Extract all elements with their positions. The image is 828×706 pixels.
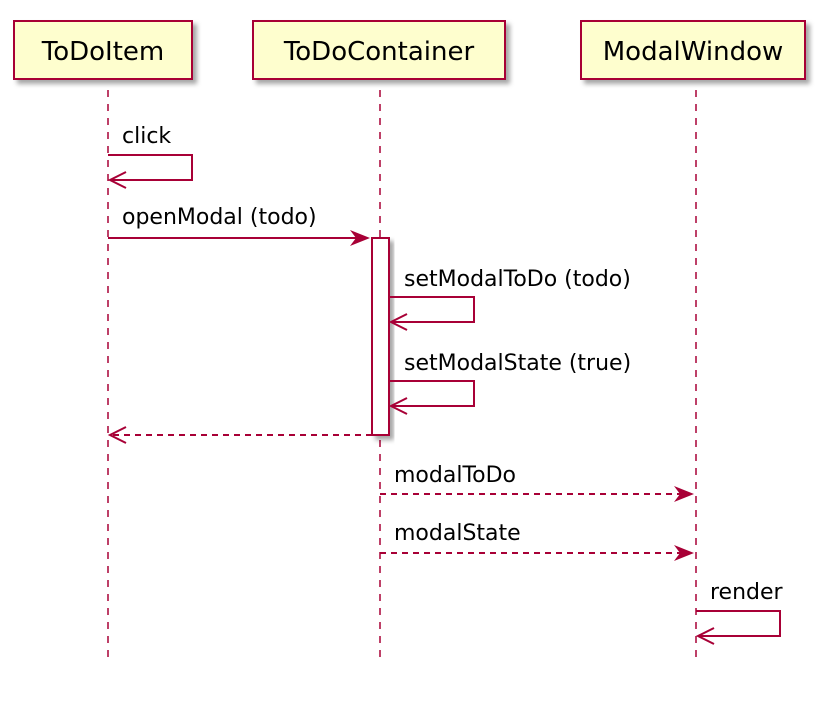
message-click: click (107, 124, 193, 189)
message-open-modal: openModal (todo) (108, 205, 370, 246)
participant-todoitem: ToDoItem (13, 20, 193, 80)
message-set-modal-todo-label: setModalToDo (todo) (404, 267, 631, 292)
participant-modalwindow: ModalWindow (580, 20, 806, 80)
message-modal-state-label: modalState (394, 521, 521, 546)
message-set-modal-todo: setModalToDo (todo) (388, 267, 631, 331)
message-modal-todo-label: modalToDo (394, 463, 516, 488)
message-return (107, 426, 372, 444)
message-render: render (695, 580, 784, 645)
message-set-modal-state-label: setModalState (true) (404, 351, 631, 376)
participant-todocontainer: ToDoContainer (252, 20, 506, 80)
message-render-label: render (710, 580, 784, 605)
activation-bar-todocontainer (371, 237, 390, 436)
message-click-label: click (122, 124, 171, 149)
message-set-modal-state: setModalState (true) (388, 351, 631, 415)
participant-modalwindow-label: ModalWindow (603, 37, 784, 67)
message-open-modal-label: openModal (todo) (122, 205, 317, 230)
participant-todocontainer-label: ToDoContainer (283, 37, 475, 67)
message-modal-state: modalState (380, 521, 694, 561)
message-modal-todo: modalToDo (380, 463, 694, 502)
participant-todoitem-label: ToDoItem (41, 37, 164, 67)
